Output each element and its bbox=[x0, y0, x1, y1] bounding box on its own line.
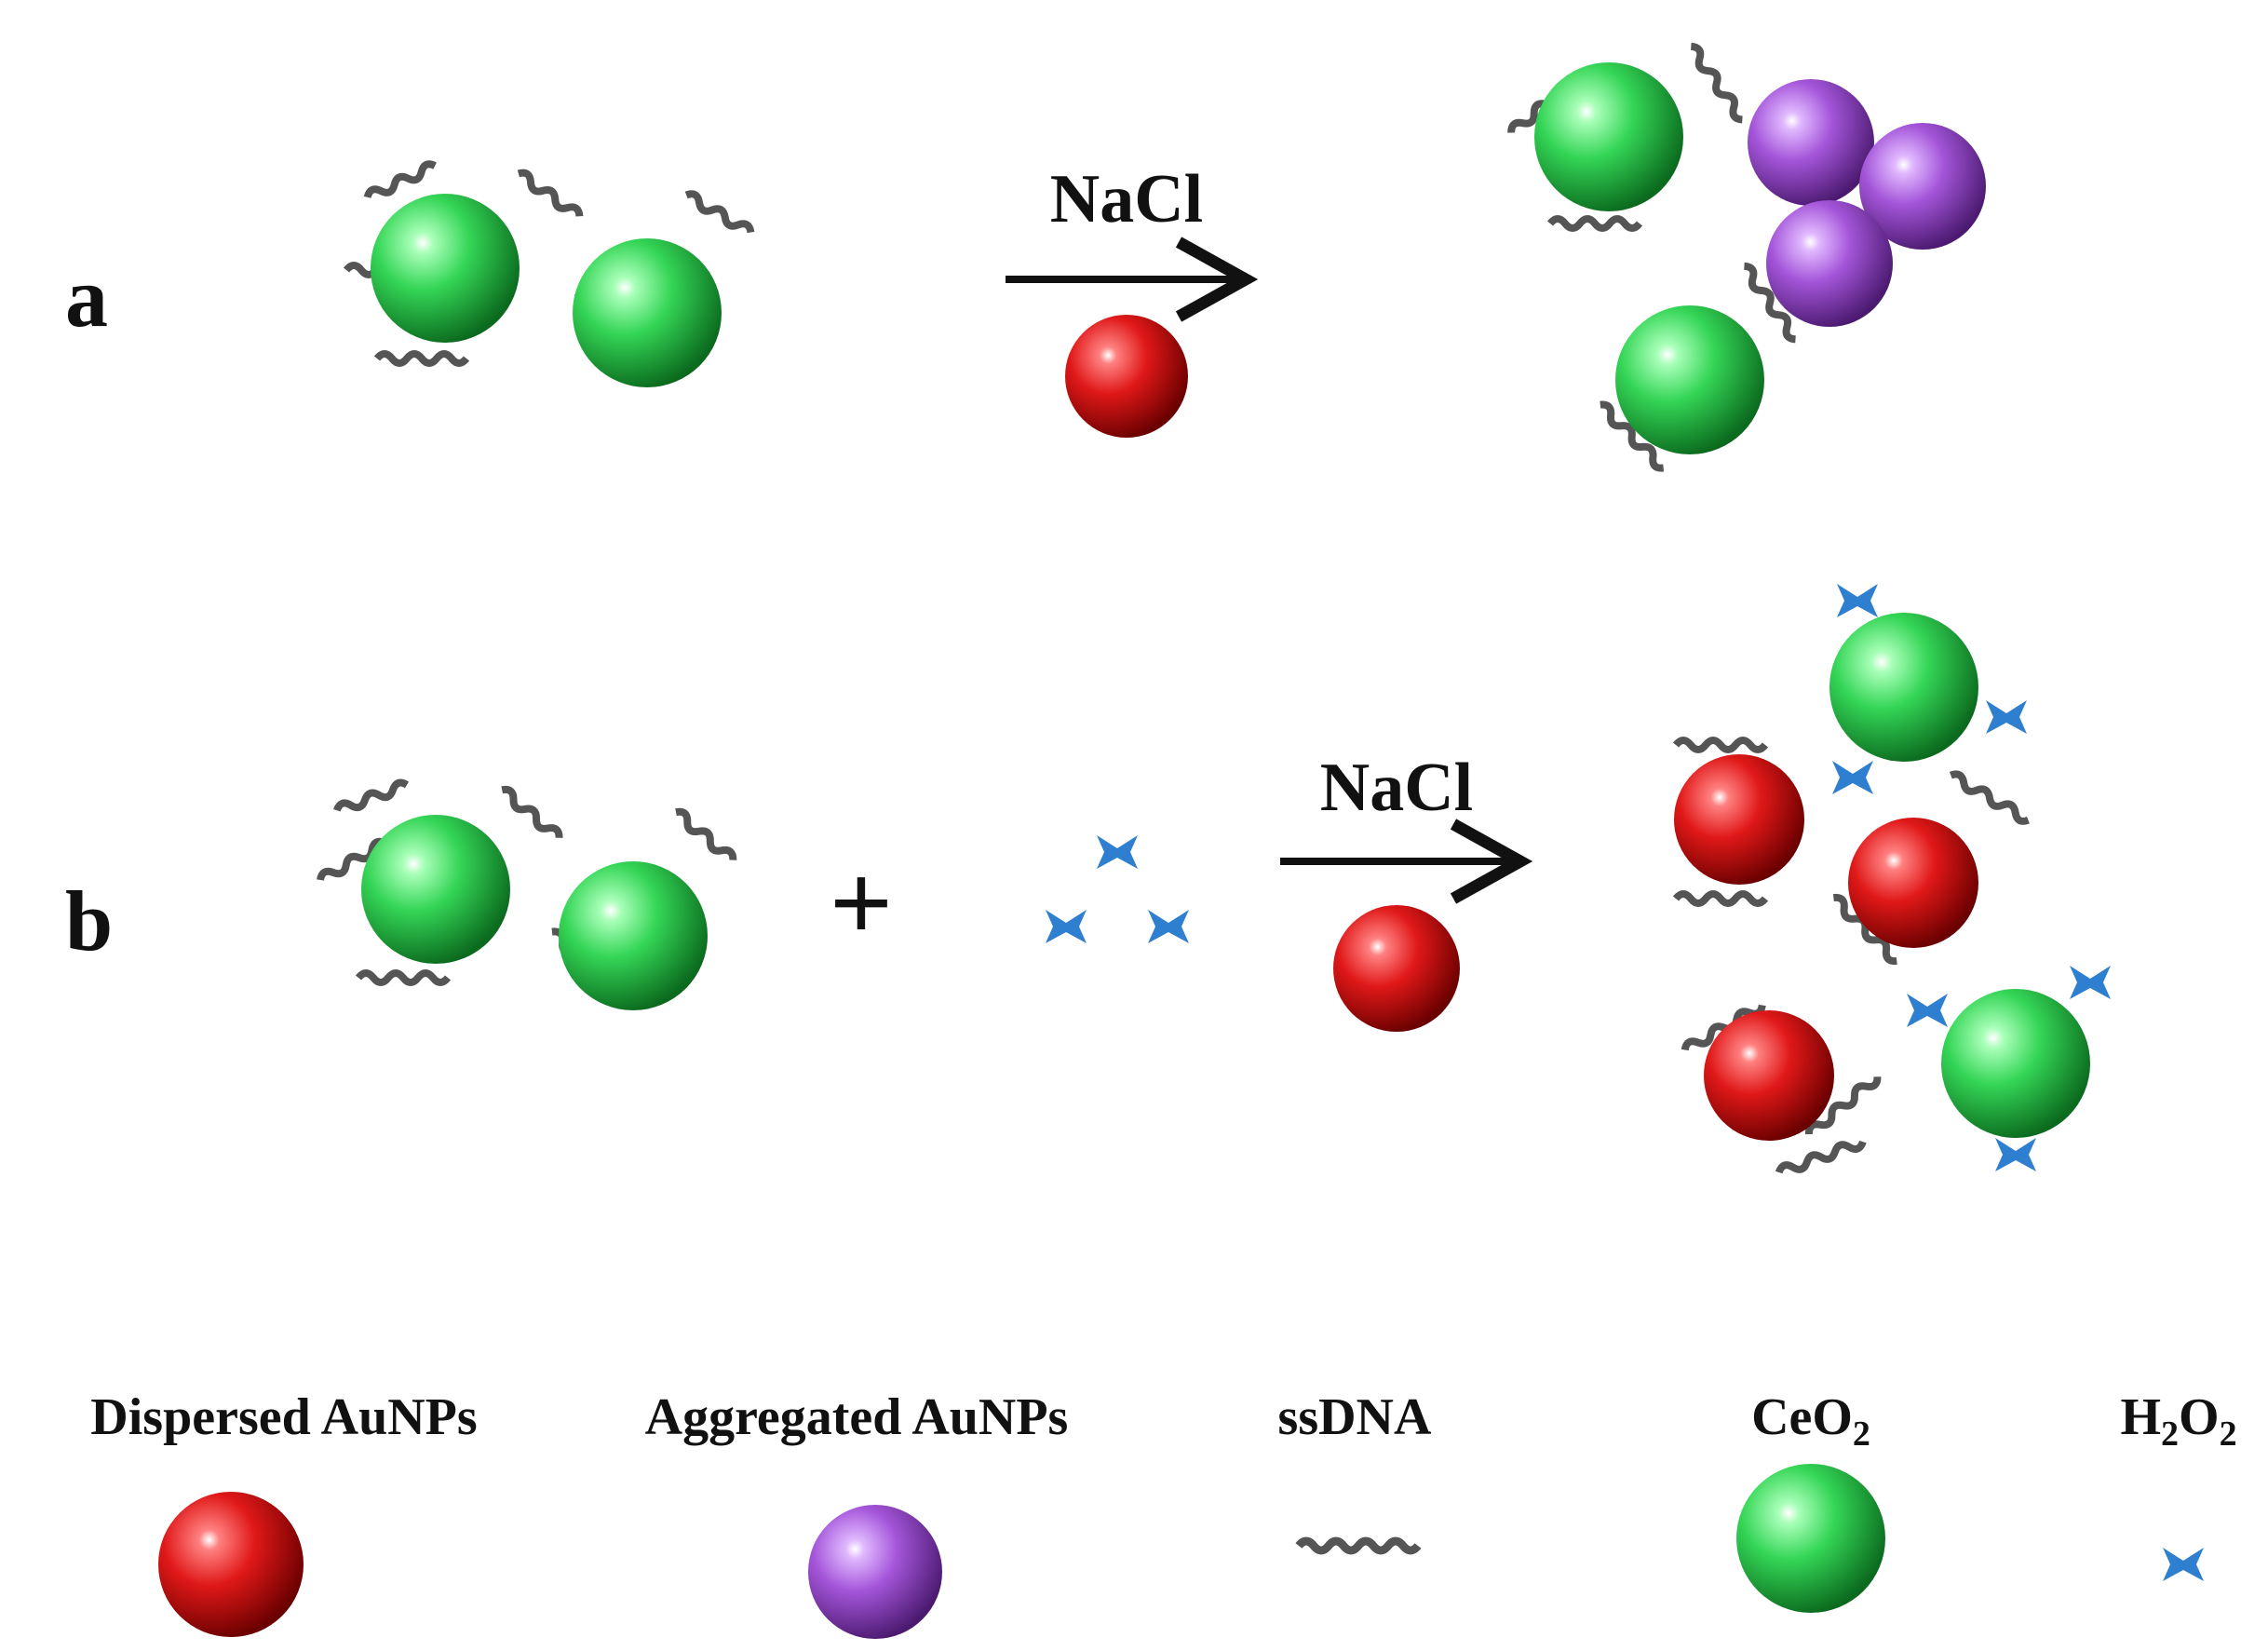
ceo2-sphere bbox=[1829, 613, 1978, 762]
arrow-a-reagent-label: NaCl bbox=[1050, 161, 1203, 237]
dispersed-aunp-sphere bbox=[1704, 1010, 1834, 1141]
h2o2-icon bbox=[1995, 1138, 2036, 1171]
ceo2-sphere bbox=[559, 861, 708, 1010]
h2o2-icon bbox=[1148, 910, 1189, 943]
dispersed-aunp-sphere bbox=[1065, 315, 1188, 438]
legend-label-ceo2: CeO2 bbox=[1751, 1388, 1870, 1454]
wavy-strand-icon bbox=[1295, 1536, 1422, 1555]
h2o2-icon bbox=[1832, 761, 1873, 794]
h2o2-molecules-b-left bbox=[1046, 835, 1189, 943]
ssdna-icon bbox=[1775, 1140, 1867, 1174]
panel-a-reaction-arrow: NaCl bbox=[1006, 161, 1259, 438]
ssdna-icon bbox=[1672, 890, 1769, 907]
blue-x-icon bbox=[2163, 1548, 2204, 1581]
ssdna-icon bbox=[373, 350, 470, 367]
ssdna-icon bbox=[1546, 215, 1643, 232]
h2o2-icon bbox=[1907, 994, 1948, 1027]
aggregated-aunp-sphere bbox=[1766, 200, 1893, 327]
legend-label-aggregated-aunps: Aggregated AuNPs bbox=[645, 1388, 1069, 1446]
ssdna-icon bbox=[1600, 400, 1665, 472]
ssdna-icon bbox=[355, 969, 452, 986]
ssdna-icon bbox=[1681, 1004, 1766, 1051]
ssdna-icon bbox=[317, 837, 386, 881]
ssdna-icon bbox=[1949, 770, 2030, 825]
ceo2-sphere bbox=[361, 815, 510, 964]
h2o2-molecules-b-right bbox=[1832, 584, 2111, 1171]
red-sphere-icon bbox=[158, 1492, 304, 1637]
ssdna-icon bbox=[1832, 893, 1897, 966]
h2o2-icon bbox=[2070, 966, 2111, 999]
dispersed-aunp-sphere bbox=[1674, 754, 1804, 885]
panel-b-label: b bbox=[65, 873, 113, 968]
ssdna-icon bbox=[1672, 737, 1769, 753]
dispersed-aunp-sphere bbox=[1848, 818, 1978, 948]
h2o2-icon bbox=[1986, 700, 2027, 734]
ssdna-strands-b-right bbox=[1672, 737, 2030, 1174]
h2o2-icon bbox=[1097, 835, 1138, 869]
ssdna-icon bbox=[1804, 1076, 1882, 1135]
legend-label-dispersed-aunps: Dispersed AuNPs bbox=[90, 1388, 477, 1446]
arrow-b-reagent-label: NaCl bbox=[1320, 750, 1473, 826]
panel-a-reactants bbox=[343, 160, 755, 387]
ceo2-sphere bbox=[1941, 989, 2090, 1138]
ssdna-icon bbox=[501, 785, 563, 838]
legend-label-ssdna: ssDNA bbox=[1278, 1388, 1432, 1446]
ceo2-sphere bbox=[1534, 62, 1683, 211]
legend: Dispersed AuNPs Aggregated AuNPs ssDNA C… bbox=[90, 1388, 2237, 1639]
panel-b-products bbox=[1672, 584, 2111, 1174]
ssdna-icon bbox=[363, 160, 437, 199]
ssdna-icon bbox=[1743, 262, 1796, 344]
panel-b-reactants bbox=[317, 778, 737, 1010]
ceo2-sphere bbox=[573, 238, 722, 387]
ceo2-sphere bbox=[371, 194, 520, 343]
aggregated-aunp-sphere bbox=[1859, 123, 1986, 250]
panel-a-label: a bbox=[65, 250, 108, 345]
ssdna-icon bbox=[1690, 42, 1743, 124]
ssdna-icon bbox=[684, 190, 755, 234]
dispersed-aunp-sphere bbox=[1333, 905, 1460, 1032]
ssdna-icon bbox=[517, 169, 584, 217]
h2o2-icon bbox=[1837, 584, 1878, 617]
panel-b-reaction-arrow: NaCl bbox=[1280, 750, 1533, 1032]
ssdna-icon bbox=[333, 778, 410, 812]
green-sphere-icon bbox=[1736, 1464, 1885, 1613]
purple-sphere-icon bbox=[808, 1505, 942, 1639]
panel-a-products bbox=[1507, 42, 1986, 472]
ceo2-sphere bbox=[1615, 305, 1764, 454]
h2o2-icon bbox=[1046, 910, 1087, 943]
aggregated-aunp-sphere bbox=[1748, 79, 1874, 206]
ssdna-icon bbox=[675, 807, 737, 860]
legend-label-h2o2: H2O2 bbox=[2120, 1388, 2236, 1454]
plus-operator: + bbox=[830, 841, 893, 965]
